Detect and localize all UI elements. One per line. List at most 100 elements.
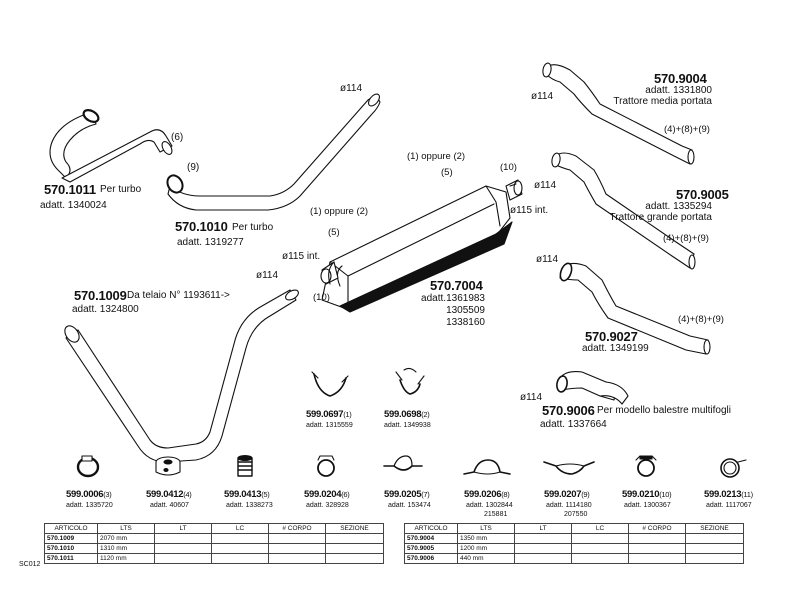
code-570-9006: 570.9006 <box>542 403 595 418</box>
dim-570-1010: ø114 <box>340 83 363 94</box>
desc-570-1010: Per turbo <box>232 222 274 233</box>
ref-599-0205: (7) <box>421 490 430 499</box>
cell-lts: 1310 mm <box>97 543 155 554</box>
adatt-599-0698: adatt. 1349938 <box>384 422 431 429</box>
cell-corpo <box>628 543 686 554</box>
code-599-0412: 599.0412(4) <box>146 489 192 500</box>
silencer-ref-10a: (10) <box>500 162 517 173</box>
adatt-570-7004-1: adatt.1361983 <box>421 293 485 304</box>
cell-sezione <box>685 533 744 544</box>
adatt-570-9027: adatt. 1349199 <box>582 343 649 354</box>
code-599-0413: 599.0413(5) <box>224 489 270 500</box>
dim-570-9027: ø114 <box>536 254 559 265</box>
cell-lc <box>571 543 629 554</box>
code-570-9005: 570.9005 <box>676 187 729 202</box>
cell-lc <box>211 553 269 564</box>
col-lt: LT <box>514 523 572 534</box>
silencer-dim-left: ø115 int. <box>282 251 321 262</box>
refs-570-9005: (4)+(8)+(9) <box>663 233 709 244</box>
silencer-570-7004 <box>320 179 523 313</box>
code-570-7004: 570.7004 <box>430 278 483 293</box>
silencer-dim-right: ø115 int. <box>510 205 549 216</box>
adatt-570-7004-3: 1338160 <box>446 317 485 328</box>
desc-570-9004: Trattore media portata <box>613 96 712 107</box>
fitting-599-0207 <box>543 461 595 475</box>
code-599-0697: 599.0697(1) <box>306 409 352 420</box>
cell-lt <box>514 533 572 544</box>
cell-lt <box>154 533 212 544</box>
cell-articolo: 570.1009 <box>44 533 98 544</box>
adatt-570-1010: adatt. 1319277 <box>177 237 244 248</box>
code-599-0698: 599.0698(2) <box>384 409 430 420</box>
table-row: 570.9004 1350 mm <box>404 533 744 544</box>
silencer-ref-10b: (10) <box>313 292 330 303</box>
ref-599-0413: (5) <box>261 490 270 499</box>
cell-lc <box>571 533 629 544</box>
fitting-599-0204 <box>317 455 335 477</box>
table-header-row: ARTICOLO LTS LT LC # CORPO SEZIONE <box>44 523 384 534</box>
adatt-599-0210: adatt. 1300367 <box>624 502 671 509</box>
pipe-570-1010 <box>166 93 381 211</box>
desc-570-1011: Per turbo <box>100 184 142 195</box>
code-570-1011: 570.1011 <box>44 182 96 197</box>
cell-lt <box>514 543 572 554</box>
fitting-599-0210 <box>635 455 657 477</box>
table-header-row: ARTICOLO LTS LT LC # CORPO SEZIONE <box>404 523 744 534</box>
cell-lts: 1120 mm <box>97 553 155 564</box>
adatt-570-9006: adatt. 1337664 <box>540 419 607 430</box>
silencer-ref-top: (1) oppure (2) <box>407 151 466 162</box>
cell-sezione <box>325 543 384 554</box>
code-570-9004: 570.9004 <box>654 71 707 86</box>
silencer-ref-top2: (5) <box>441 167 453 178</box>
code-599-0006: 599.0006(3) <box>66 489 112 500</box>
col-sezione: SEZIONE <box>685 523 744 534</box>
col-lts: LTS <box>457 523 515 534</box>
pipe-570-9006 <box>556 371 629 405</box>
refs-570-9004: (4)+(8)+(9) <box>664 124 710 135</box>
code-570-1010: 570.1010 <box>175 219 228 234</box>
code-599-0207: 599.0207(9) <box>544 489 590 500</box>
fitting-599-0006 <box>76 455 100 478</box>
cell-sezione <box>325 553 384 564</box>
ref-599-0697: (1) <box>343 410 352 419</box>
adatt2-599-0207: 207550 <box>564 511 588 518</box>
silencer-ref-left2: (5) <box>328 227 340 238</box>
ref-599-0006: (3) <box>103 490 112 499</box>
ref-599-0206: (8) <box>501 490 510 499</box>
col-lc: LC <box>571 523 629 534</box>
adatt-570-7004-2: 1305509 <box>446 305 485 316</box>
adatt-599-0207: adatt. 1114180 <box>546 502 592 509</box>
adatt2-599-0206: 215881 <box>484 511 508 518</box>
pipe-570-9004 <box>542 62 695 165</box>
adatt-599-0413: adatt. 1338273 <box>226 502 273 509</box>
code-570-9027: 570.9027 <box>585 329 638 344</box>
adatt-570-1009: adatt. 1324800 <box>72 304 139 315</box>
adatt-570-9005: adatt. 1335294 <box>645 201 712 212</box>
cell-articolo: 570.1010 <box>44 543 98 554</box>
cell-lt <box>154 543 212 554</box>
cell-articolo: 570.9005 <box>404 543 458 554</box>
col-lt: LT <box>154 523 212 534</box>
cell-lc <box>571 553 629 564</box>
pipe-570-9027 <box>559 262 711 355</box>
sheet-code: SC012 <box>19 561 41 568</box>
code-599-0213: 599.0213(11) <box>704 489 753 500</box>
spec-table-right: ARTICOLO LTS LT LC # CORPO SEZIONE 570.9… <box>404 523 744 564</box>
code-599-0206: 599.0206(8) <box>464 489 510 500</box>
cell-articolo: 570.9004 <box>404 533 458 544</box>
cell-sezione <box>685 553 744 564</box>
adatt-570-9004: adatt. 1331800 <box>645 85 712 96</box>
ref-599-0210: (10) <box>659 490 672 499</box>
ref-599-0213: (11) <box>741 490 753 499</box>
adatt-599-0412: adatt. 40607 <box>150 502 189 509</box>
cell-lts: 2070 mm <box>97 533 155 544</box>
cell-sezione <box>325 533 384 544</box>
table-row: 570.1009 2070 mm <box>44 533 384 544</box>
ref-9: (9) <box>187 162 200 173</box>
adatt-599-0206: adatt. 1302844 <box>466 502 513 509</box>
ref-6: (6) <box>171 132 184 143</box>
adatt-599-0213: adatt. 1117067 <box>706 502 752 509</box>
dim-570-1009: ø114 <box>256 270 279 281</box>
cell-lt <box>154 553 212 564</box>
ref-599-0204: (6) <box>341 490 350 499</box>
